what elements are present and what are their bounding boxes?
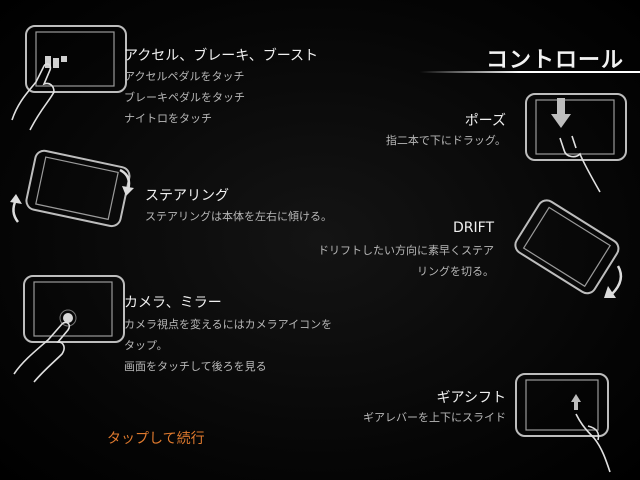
camera-line: カメラ視点を変えるにはカメラアイコンを bbox=[124, 318, 333, 331]
drift-line: ドリフトしたい方向に素早くステア bbox=[318, 244, 494, 257]
tablet-tilt-steering-icon bbox=[10, 149, 134, 228]
tablet-drift-tilt-icon bbox=[514, 199, 623, 298]
drift-description: ドリフトしたい方向に素早くステア リングを切る。 bbox=[318, 240, 494, 282]
steering-description: ステアリングは本体を左右に傾ける。 bbox=[145, 206, 332, 227]
tap-to-continue-button[interactable]: タップして続行 bbox=[107, 431, 205, 447]
drift-line: リングを切る。 bbox=[417, 265, 494, 278]
tablet-camera-tap-icon bbox=[13, 275, 125, 383]
accel-heading: アクセル、ブレーキ、ブースト bbox=[124, 48, 319, 64]
tablet-pedal-tap-icon bbox=[11, 25, 127, 131]
gear-line: ギアレバーを上下にスライド bbox=[363, 411, 506, 424]
pause-heading: ポーズ bbox=[464, 113, 506, 129]
gear-description: ギアレバーを上下にスライド bbox=[363, 407, 506, 428]
page-title: コントロール bbox=[486, 48, 625, 73]
pause-line: 指二本で下にドラッグ。 bbox=[385, 134, 506, 147]
tablet-pause-drag-icon bbox=[525, 93, 627, 193]
tablet-gear-slide-icon bbox=[515, 373, 611, 473]
camera-heading: カメラ、ミラー bbox=[124, 295, 222, 311]
accel-description: アクセルペダルをタッチ ブレーキペダルをタッチ ナイトロをタッチ bbox=[124, 66, 245, 129]
steering-heading: ステアリング bbox=[145, 188, 229, 204]
steering-line: ステアリングは本体を左右に傾ける。 bbox=[145, 210, 332, 223]
accel-line: ブレーキペダルをタッチ bbox=[124, 91, 245, 104]
drift-heading: DRIFT bbox=[453, 220, 494, 236]
gear-heading: ギアシフト bbox=[436, 390, 506, 406]
camera-line: 画面をタッチして後ろを見る bbox=[124, 360, 267, 373]
pause-description: 指二本で下にドラッグ。 bbox=[386, 130, 506, 151]
title-underline bbox=[420, 71, 640, 73]
camera-line: タップ。 bbox=[124, 339, 168, 352]
accel-line: ナイトロをタッチ bbox=[124, 112, 212, 125]
accel-line: アクセルペダルをタッチ bbox=[124, 70, 245, 83]
camera-description: カメラ視点を変えるにはカメラアイコンを タップ。 画面をタッチして後ろを見る bbox=[124, 314, 332, 377]
